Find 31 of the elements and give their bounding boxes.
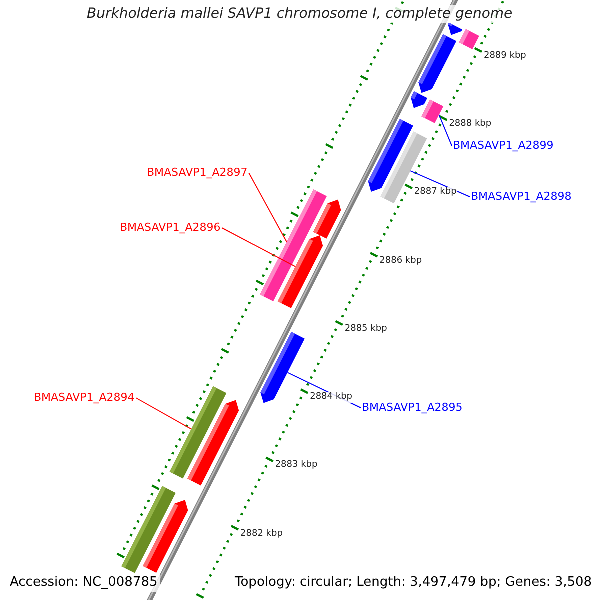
- gene-block: [411, 92, 428, 108]
- leader-line: [136, 398, 192, 430]
- leader-line: [248, 172, 288, 243]
- gene-label: BMASAVP1_A2895: [362, 402, 463, 414]
- scale-label: 2886 kbp: [380, 256, 422, 266]
- scale-label: 2883 kbp: [275, 460, 318, 471]
- gene-block: [459, 29, 480, 50]
- gene-label: BMASAVP1_A2896: [120, 222, 221, 234]
- scale-label: 2885 kbp: [344, 324, 388, 334]
- scale-label: 2889 kbp: [484, 50, 526, 62]
- gene-block: [422, 100, 444, 124]
- scale-label: 2884 kbp: [310, 392, 352, 403]
- gene-block: [143, 500, 188, 573]
- gene-block: [188, 400, 240, 486]
- gene-label: BMASAVP1_A2898: [471, 190, 572, 204]
- gene-block: [448, 22, 462, 36]
- topology-text: Topology: circular; Length: 3,497,479 bp; Genes: 3,508: [233, 575, 594, 592]
- gene-block: [278, 236, 324, 308]
- gene-block: [368, 119, 414, 192]
- leader-line: [222, 228, 296, 268]
- gene-block: [260, 332, 305, 404]
- scale-label: 2882 kbp: [240, 528, 283, 540]
- leader-line: [438, 114, 452, 146]
- accession-text: Accession: NC_008785: [8, 575, 160, 592]
- gene-label: BMASAVP1_A2897: [147, 166, 248, 180]
- scale-label: 2888 kbp: [449, 119, 492, 130]
- gene-block: [313, 200, 342, 239]
- scale-label: 2887 kbp: [414, 187, 457, 198]
- gene-block: [418, 34, 457, 94]
- gene-label: BMASAVP1_A2899: [453, 140, 554, 152]
- gene-label: BMASAVP1_A2894: [34, 392, 135, 404]
